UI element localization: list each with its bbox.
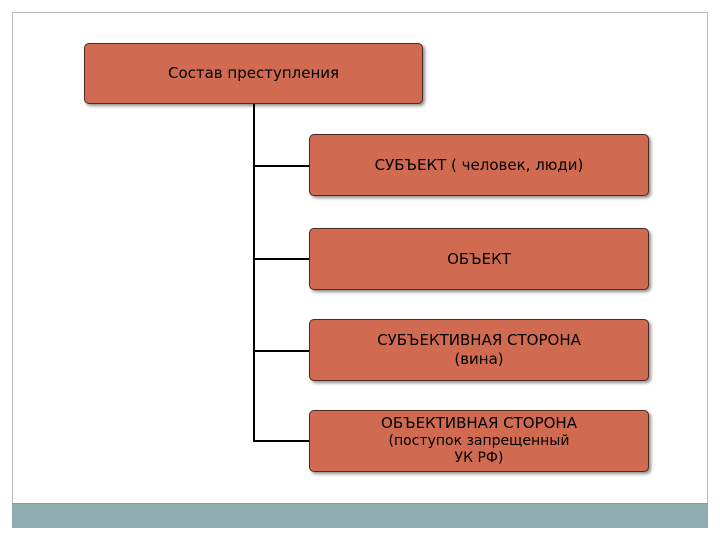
child-node-label: ОБЪЕКТ	[447, 249, 511, 268]
footer-band	[12, 503, 708, 528]
child-node-subjective-side: СУБЪЕКТИВНАЯ СТОРОНА (вина)	[309, 319, 649, 381]
child-node-label: ОБЪЕКТИВНАЯ СТОРОНА	[381, 414, 577, 433]
branch-connector-1	[253, 165, 310, 167]
branch-connector-3	[253, 350, 310, 352]
child-node-sublabel: УК РФ)	[454, 450, 504, 467]
branch-connector-2	[253, 258, 310, 260]
branch-connector-4	[253, 440, 310, 442]
child-node-subject: СУБЪЕКТ ( человек, люди)	[309, 134, 649, 196]
child-node-objective-side: ОБЪЕКТИВНАЯ СТОРОНА (поступок запрещенны…	[309, 410, 649, 472]
child-node-sublabel: (поступок запрещенный	[388, 432, 570, 449]
root-node: Состав преступления	[84, 43, 423, 104]
child-node-object: ОБЪЕКТ	[309, 228, 649, 290]
child-node-label: СУБЪЕКТ ( человек, люди)	[374, 155, 584, 174]
child-node-sublabel: (вина)	[454, 350, 504, 368]
tree-trunk-connector	[253, 104, 255, 441]
child-node-label: СУБЪЕКТИВНАЯ СТОРОНА	[377, 331, 581, 350]
root-node-label: Состав преступления	[167, 64, 340, 83]
